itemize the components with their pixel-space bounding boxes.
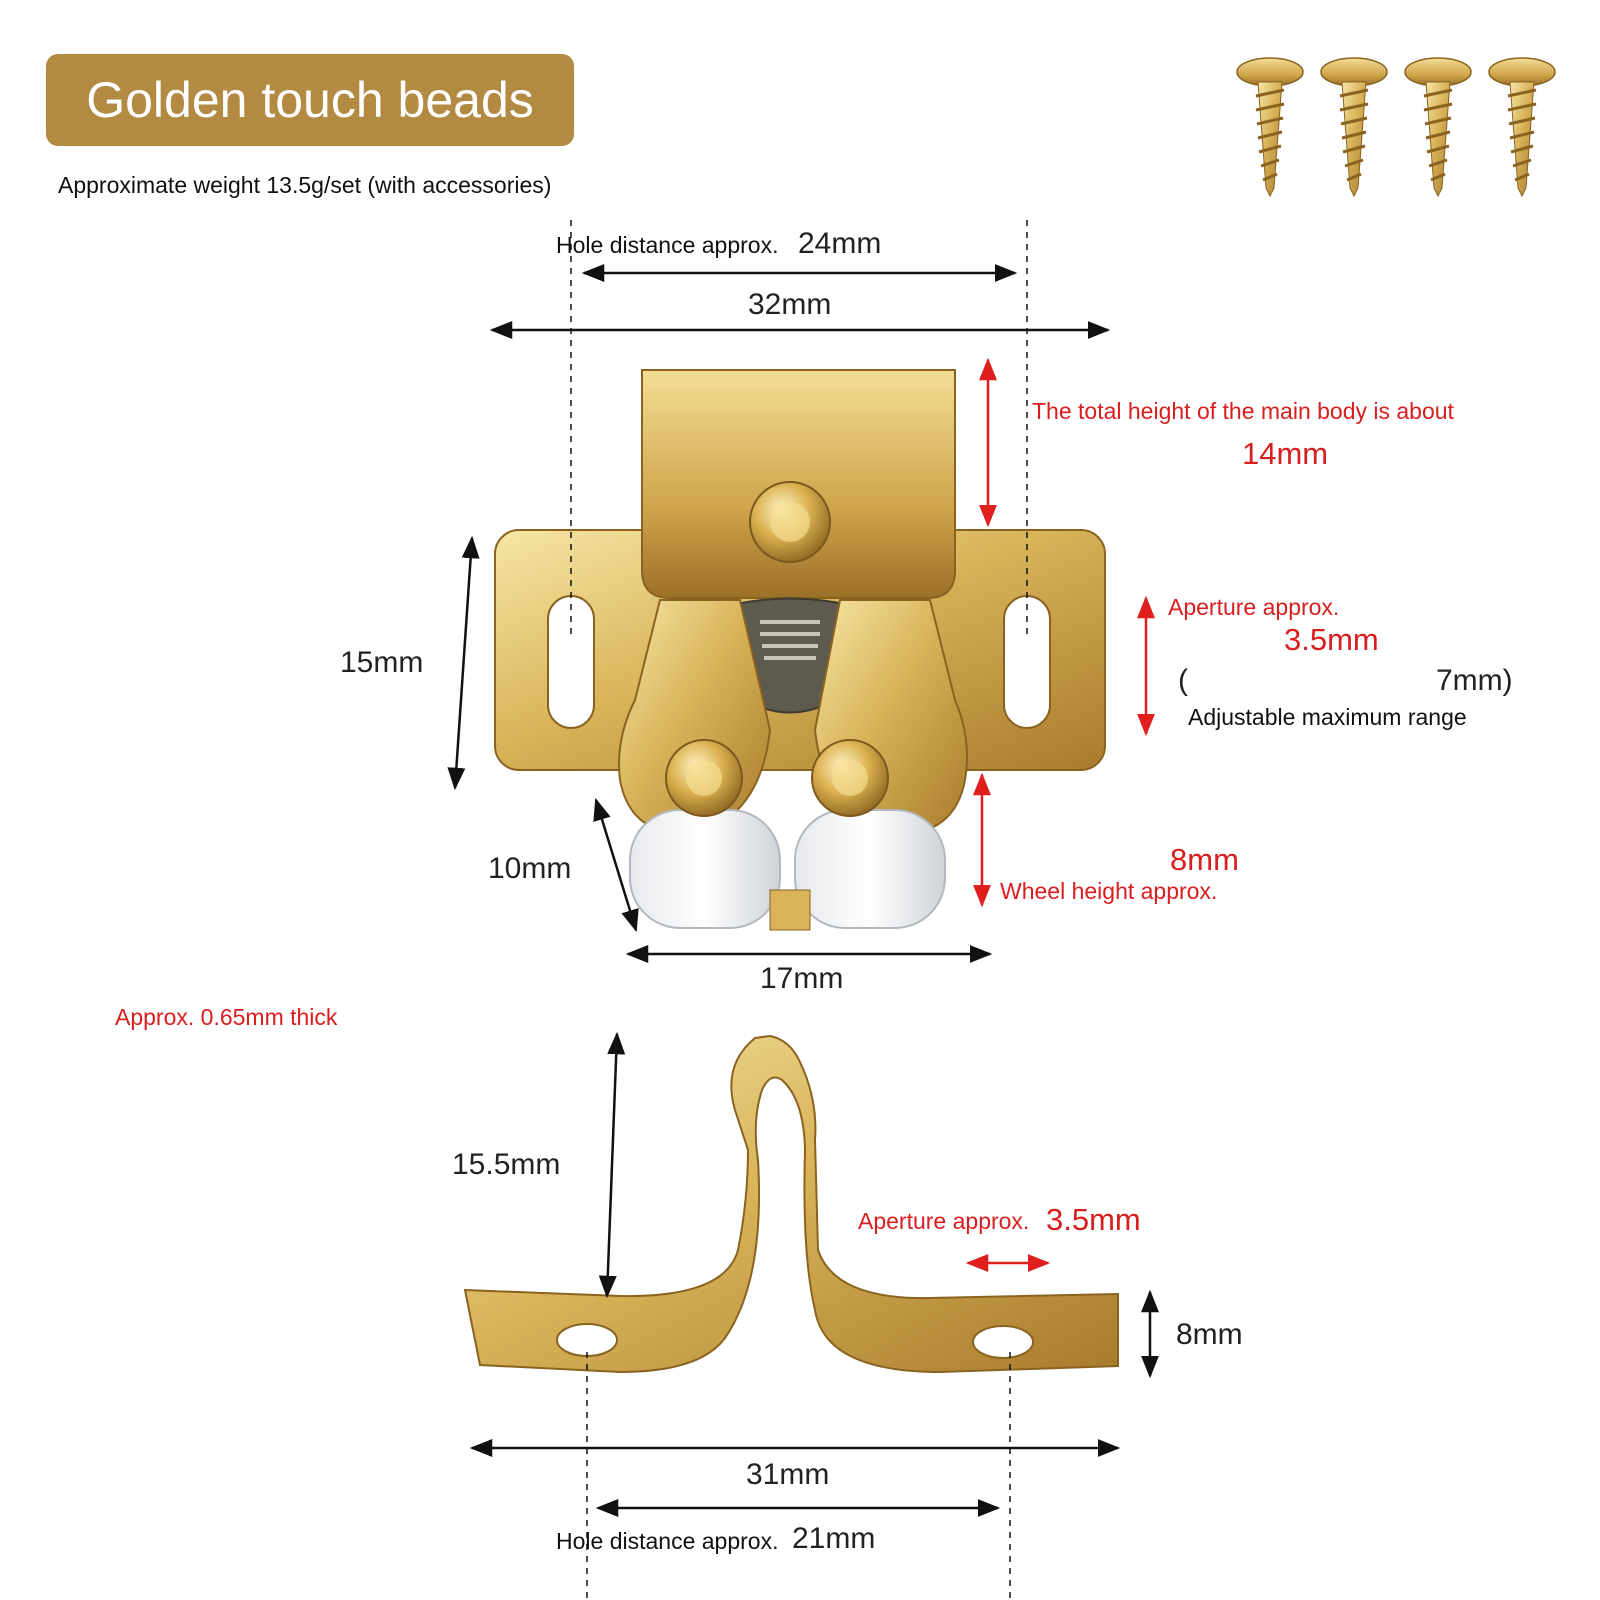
strike-body — [463, 1034, 1119, 1374]
strike-aperture-value: 3.5mm — [1046, 1202, 1141, 1237]
plate-height-arrow — [447, 535, 480, 791]
screw-icon — [1236, 57, 1304, 198]
body-height-value: 14mm — [1242, 436, 1329, 471]
range-open-paren: ( — [1178, 664, 1188, 697]
width-value: 32mm — [748, 288, 832, 321]
roller-catch — [494, 369, 1106, 931]
body-height-label: The total height of the main body is abo… — [1032, 398, 1454, 424]
mounting-slot-left — [547, 595, 595, 729]
range-value: 7mm) — [1436, 664, 1513, 697]
page-title: Golden touch beads — [86, 72, 534, 128]
roller-diameter-arrow — [593, 797, 639, 933]
screws — [1236, 57, 1556, 198]
strike-height-arrow — [598, 1031, 626, 1299]
wheel-height-value: 8mm — [1170, 842, 1239, 877]
weight-note: Approximate weight 13.5g/set (with acces… — [58, 172, 552, 198]
roller-diameter-value: 10mm — [488, 852, 572, 885]
strike-hole-right — [972, 1325, 1034, 1359]
screw-icon — [1320, 57, 1388, 198]
aperture-label: Aperture approx. — [1168, 594, 1340, 620]
strike-hole-distance-label: Hole distance approx. — [556, 1528, 779, 1554]
roller-left — [629, 809, 781, 929]
roller-span-value: 17mm — [760, 962, 844, 995]
strike-aperture-label: Aperture approx. — [858, 1208, 1030, 1234]
range-label: Adjustable maximum range — [1188, 704, 1467, 730]
plate-height-value: 15mm — [340, 646, 424, 679]
roller-right — [794, 809, 946, 929]
strike-width-value: 31mm — [746, 1458, 830, 1491]
title-badge: Golden touch beads — [46, 54, 574, 146]
hole-distance-label: Hole distance approx. — [556, 232, 779, 258]
aperture-value: 3.5mm — [1284, 622, 1379, 657]
screw-icon — [1404, 57, 1472, 198]
screw-icon — [1488, 57, 1556, 198]
strike-height-value: 15.5mm — [452, 1148, 561, 1181]
strike-hole-left — [556, 1323, 618, 1357]
thickness-label: Approx. 0.65mm thick — [115, 1004, 338, 1030]
wheel-height-label: Wheel height approx. — [1000, 878, 1218, 904]
strike-plate — [463, 1034, 1119, 1374]
mounting-slot-right — [1003, 595, 1051, 729]
hole-distance-value: 24mm — [798, 227, 882, 260]
tab-height-value: 8mm — [1176, 1318, 1243, 1351]
strike-hole-distance-value: 21mm — [792, 1522, 876, 1555]
